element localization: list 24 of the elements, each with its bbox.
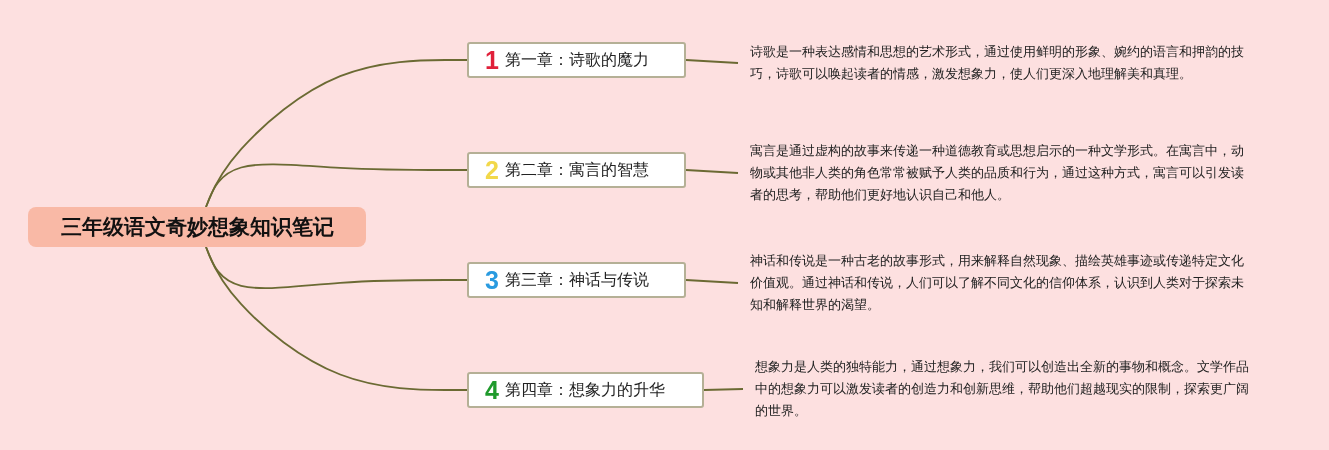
chapter-title: 第二章：寓言的智慧 — [504, 159, 649, 181]
chapter-box — [467, 152, 686, 188]
description-text: 寓言是通过虚构的故事来传递一种道德教育或思想启示的一种文学形式。在寓言中，动物或其他非人类的角色常常被赋予人类的品质和行为，通过这种方式，寓言可以引发读者的思考，帮助他们更好地认识自己和他人。 — [750, 142, 1245, 204]
chapter-title: 第三章：神话与传说 — [504, 269, 649, 291]
description-text: 想象力是人类的独特能力，通过想象力，我们可以创造出全新的事物和概念。文学作品中的想象力可以激发读者的创造力和创新思维，帮助他们超越现实的限制，探索更广阔的世界。 — [755, 358, 1250, 420]
connector-line — [703, 388, 744, 391]
chapter-box — [467, 372, 704, 408]
chapter-title: 第四章：想象力的升华 — [504, 379, 665, 401]
number-label: 1 — [485, 45, 499, 75]
connector-line — [205, 246, 468, 391]
description-text: 诗歌是一种表达感情和思想的艺术形式，通过使用鲜明的形象、婉约的语言和押韵的技巧，诗歌可以唤起读者的情感，激发想象力，使人们更深入地理解美和真理。 — [750, 43, 1245, 83]
connector-line — [685, 279, 739, 284]
connector-line — [685, 59, 739, 64]
description-text: 神话和传说是一种古老的故事形式，用来解释自然现象、描绘英雄事迹或传递特定文化价值观。通过神话和传说，人们可以了解不同文化的信仰体系，认识到人类对于探索未知和解释世界的渴望。 — [750, 252, 1245, 314]
chapter-box — [467, 262, 686, 298]
topic-title: 三年级语文奇妙想象知识笔记 — [60, 214, 334, 241]
chapter-box — [467, 42, 686, 78]
number-label: 4 — [485, 375, 499, 405]
connector-line — [685, 169, 739, 174]
connector-line — [205, 163, 468, 208]
central-topic — [28, 207, 366, 247]
chapter-title: 第一章：诗歌的魔力 — [504, 49, 649, 71]
number-label: 3 — [485, 265, 499, 295]
number-label: 2 — [485, 155, 499, 185]
